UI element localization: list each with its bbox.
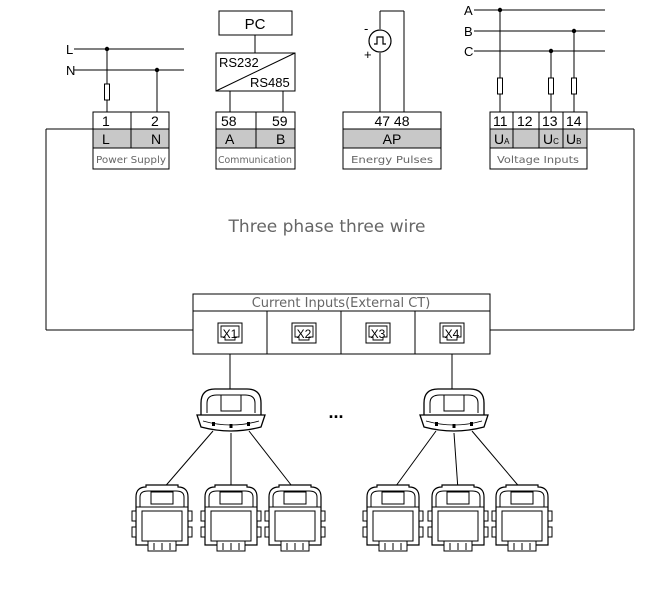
current-transformer-icon xyxy=(491,484,553,552)
terminal-block-energy-pulses: 47 48 AP Energy Pulses xyxy=(342,111,442,170)
terminal-signal: UA xyxy=(494,131,510,147)
ct-assembly-left xyxy=(131,354,326,552)
terminal-signal: UC xyxy=(543,131,559,147)
current-transformer-icon xyxy=(131,484,193,552)
terminal-number: 58 xyxy=(221,113,237,129)
terminal-number: 11 xyxy=(493,113,508,129)
current-transformer-icon xyxy=(362,484,424,552)
terminal-number: 13 xyxy=(542,113,558,129)
terminal-number: 2 xyxy=(151,113,159,129)
port-label: X3 xyxy=(371,327,386,341)
fuse-icon xyxy=(497,77,503,95)
converter-top-label: RS232 xyxy=(219,55,259,70)
meter-body-outline xyxy=(45,128,635,331)
port-label: X2 xyxy=(297,327,312,341)
energy-pulse-wiring: - + xyxy=(364,10,405,112)
current-inputs-title: Current Inputs(External CT) xyxy=(252,296,431,311)
port-label: X4 xyxy=(445,327,460,341)
current-transformer-icon xyxy=(427,484,489,552)
wiring-mode-title: Three phase three wire xyxy=(228,217,426,237)
terminal-caption: Power Supply xyxy=(96,155,166,166)
terminal-signal: L xyxy=(102,131,110,147)
terminal-number: 47 48 xyxy=(374,113,409,129)
terminal-signal: N xyxy=(151,131,161,147)
phase-B-label: B xyxy=(464,24,473,39)
communication-wiring: PC RS232 RS485 xyxy=(215,10,296,112)
terminal-signal: AP xyxy=(383,131,402,147)
current-transformer-icon xyxy=(264,484,326,552)
pulse-negative-sign: - xyxy=(364,21,368,36)
ct-hub-icon xyxy=(196,388,266,432)
ellipsis: ... xyxy=(328,402,343,422)
terminal-block-power-supply: 1 2 L N Power Supply xyxy=(92,111,170,170)
power-supply-wiring: L N xyxy=(66,42,184,112)
pc-label: PC xyxy=(245,16,266,33)
line-N-label: N xyxy=(66,63,75,78)
terminal-signal: B xyxy=(276,131,285,147)
port-label: X1 xyxy=(223,327,238,341)
terminal-signal: A xyxy=(225,131,235,147)
terminal-caption: Energy Pulses xyxy=(351,155,433,166)
terminal-number: 12 xyxy=(517,113,533,129)
terminal-caption: Voltage Inputs xyxy=(497,155,579,166)
pulse-icon xyxy=(368,29,392,53)
terminal-number: 59 xyxy=(272,113,288,129)
line-L-label: L xyxy=(66,42,73,57)
phase-C-label: C xyxy=(464,44,473,59)
voltage-wiring: A B C xyxy=(464,3,605,112)
terminal-caption: Communication xyxy=(218,155,292,166)
current-transformer-icon xyxy=(200,484,262,552)
converter-bottom-label: RS485 xyxy=(250,75,290,90)
ct-hub-icon xyxy=(419,388,489,432)
terminal-number: 1 xyxy=(102,113,110,129)
terminal-block-communication: 58 59 A B Communication xyxy=(215,111,296,170)
terminal-signal: UB xyxy=(566,131,581,147)
pulse-positive-sign: + xyxy=(364,47,372,62)
current-inputs-block: Current Inputs(External CT) X1 X2 X3 X4 xyxy=(192,293,491,355)
ct-assembly-right xyxy=(362,354,553,552)
terminal-block-voltage-inputs: 11 12 13 14 UA UC UB Voltage Inputs xyxy=(489,111,588,170)
terminal-number: 14 xyxy=(566,113,582,129)
phase-A-label: A xyxy=(464,3,473,18)
fuse-icon xyxy=(548,77,554,95)
fuse-icon xyxy=(571,77,577,95)
fuse-icon xyxy=(104,83,110,101)
